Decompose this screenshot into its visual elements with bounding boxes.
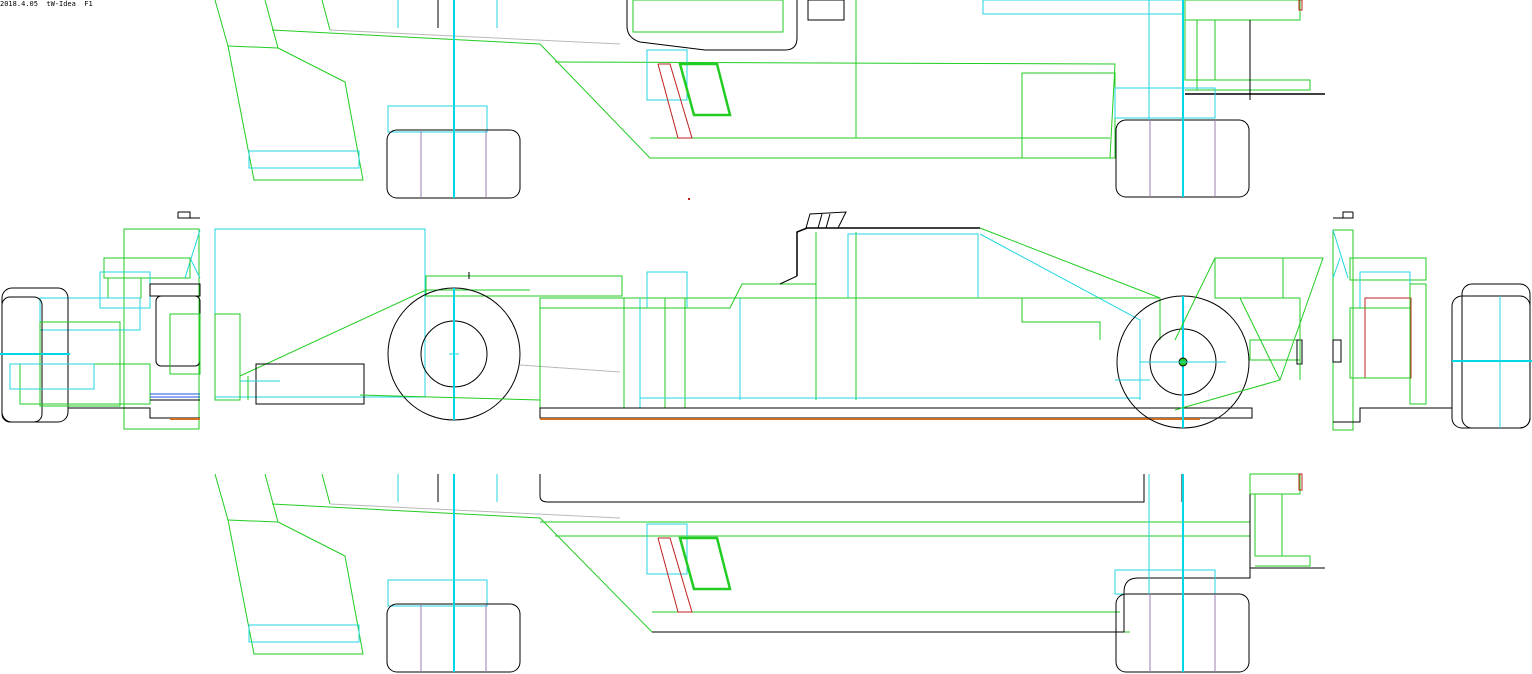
rear-view [1332, 211, 1532, 431]
top-view-lower [214, 473, 1325, 673]
front-view [0, 211, 201, 430]
side-view [214, 211, 1324, 429]
drawing-caption: 2018.4.05 tW-Idea F1 [0, 0, 93, 8]
top-view-upper [214, 0, 1325, 199]
stray-marker [688, 198, 690, 200]
